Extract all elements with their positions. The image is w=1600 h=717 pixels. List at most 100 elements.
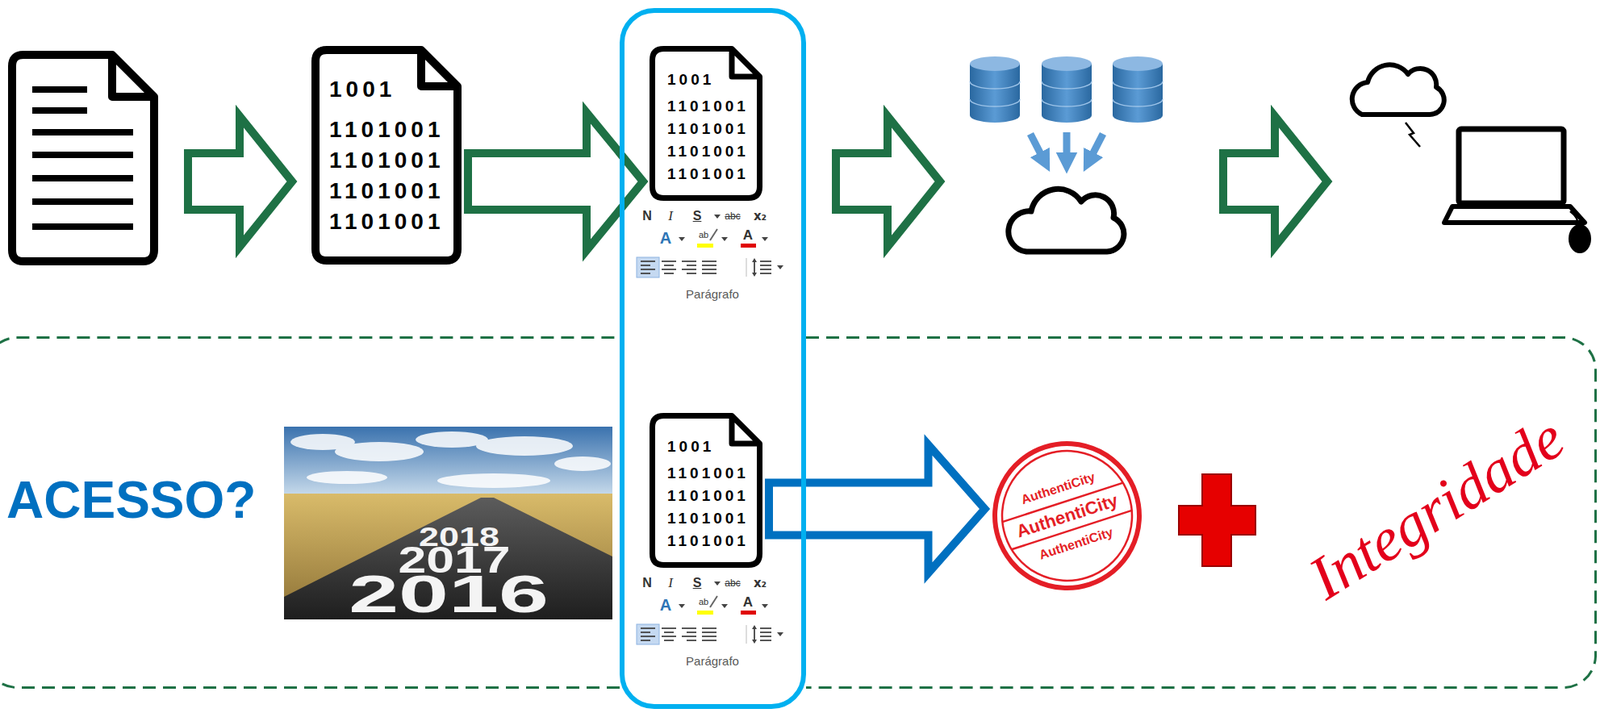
- document-outline: [652, 49, 761, 199]
- access-region: ACESSO?10011101001110100111010011101001A…: [0, 336, 1597, 690]
- block-arrow: [467, 112, 644, 251]
- binary-document: 10011101001110100111010011101001: [649, 45, 763, 201]
- database-symbol: [969, 81, 1163, 107]
- road-photo: [306, 471, 388, 485]
- binary-digits: 1001: [667, 435, 757, 459]
- toolbar-group-name: Parágrafo: [685, 654, 740, 669]
- toolbar-icon: A: [660, 229, 672, 248]
- road-photo: [284, 497, 613, 620]
- toolbar-button: abc: [724, 577, 740, 590]
- toolbar-icon: A: [743, 594, 753, 611]
- toolbar-button: abc: [724, 210, 740, 222]
- document-icon: [32, 129, 134, 136]
- binary-digits: 1101001: [667, 484, 757, 508]
- upload-arrow: [1030, 133, 1045, 163]
- flow-arrow: [835, 116, 940, 247]
- frame-ground: [622, 10, 804, 707]
- binary-digits: 1101001: [667, 117, 757, 141]
- toolbar-button: x₂: [753, 208, 767, 224]
- toolbar-icon: ab: [698, 229, 709, 240]
- road-year: 2018: [418, 522, 500, 551]
- road-photo: [554, 456, 611, 472]
- binary-digits: 1101001: [329, 175, 447, 207]
- integrity-script: Integridade: [1297, 404, 1575, 611]
- plus-symbol: [1178, 474, 1256, 567]
- binary-digits: 1001: [329, 74, 447, 105]
- cloud-access-icon: [1444, 206, 1585, 223]
- toolbar-icon: ab: [698, 597, 709, 607]
- toolbar-button: N: [642, 208, 652, 224]
- road-photo: [284, 426, 613, 502]
- toolbar-button: abc: [724, 210, 740, 222]
- database-symbol: [969, 99, 1020, 107]
- document-icon: [32, 151, 134, 159]
- binary-digits: 1001: [667, 68, 757, 92]
- database-symbol: [1041, 63, 1092, 123]
- road-photo: [476, 436, 573, 456]
- database-symbol: [1041, 99, 1092, 107]
- database-symbol: [1041, 81, 1092, 89]
- toolbar-button: S: [693, 576, 702, 591]
- format-toolbar: [636, 214, 784, 278]
- binary-document: 10011101001110100111010011101001: [311, 45, 462, 265]
- document-outline: [652, 416, 761, 566]
- cloud-access-icon: [1352, 64, 1445, 115]
- road-photo: [290, 431, 611, 489]
- toolbar-button: S: [693, 208, 702, 224]
- toolbar-icon: ab: [698, 229, 709, 240]
- upload-arrow: [1088, 133, 1103, 163]
- document-outline: [315, 50, 458, 261]
- binary-digits: 1101001: [667, 140, 757, 163]
- toolbar-button: x₂: [753, 576, 767, 591]
- database-symbol: [969, 81, 1020, 89]
- document-icon: [12, 54, 155, 262]
- upload-arrow: [1063, 132, 1071, 163]
- document-icon: [12, 54, 155, 262]
- document-icon: [32, 198, 134, 205]
- stamp-ring: [985, 434, 1149, 598]
- road-photo: [284, 426, 613, 620]
- cloud-access-icon: [1568, 224, 1592, 254]
- database-symbol: [1112, 99, 1163, 107]
- database-symbol: [1112, 63, 1163, 123]
- road-photo: [437, 473, 551, 489]
- toolbar-button: N: [642, 576, 652, 591]
- upload-arrow: [1030, 132, 1103, 163]
- toolbar-button: N: [642, 208, 652, 224]
- toolbar-group-name: Parágrafo: [685, 654, 740, 669]
- cloud-access-icon: [1570, 211, 1578, 226]
- cloud-access-icon: [1458, 129, 1564, 204]
- cloud-access-icon: [1352, 64, 1592, 254]
- toolbar-icon: A: [660, 596, 672, 615]
- toolbar-icon: A: [660, 596, 672, 615]
- toolbar-button: S: [693, 576, 702, 591]
- binary-document: 10011101001110100111010011101001: [649, 413, 763, 569]
- format-toolbar: [636, 581, 784, 645]
- toolbar-button: S: [693, 208, 702, 224]
- toolbar-button: I: [668, 208, 673, 225]
- toolbar-button: I: [668, 575, 673, 592]
- highlight-frame: [622, 10, 804, 707]
- flow-arrow: [1223, 116, 1328, 247]
- toolbar-button: N: [642, 576, 652, 591]
- binary-digits: 1101001: [667, 95, 757, 118]
- database-symbol: [969, 63, 1020, 123]
- database-symbol: [969, 56, 1163, 123]
- binary-digits: 1101001: [329, 145, 447, 176]
- integrity-script: Integridade: [1297, 404, 1575, 611]
- document-icon: [32, 175, 134, 182]
- toolbar-button: I: [668, 208, 673, 225]
- binary-digits: 1101001: [329, 206, 447, 238]
- toolbar-icon: A: [660, 229, 672, 248]
- road-photo: [284, 493, 613, 620]
- binary-digits: 1101001: [667, 162, 757, 186]
- document-icon: [32, 86, 88, 93]
- database-symbol: [1112, 81, 1163, 89]
- toolbar-button: x₂: [753, 208, 767, 224]
- toolbar-group-name: Parágrafo: [685, 287, 740, 301]
- toolbar-icon: A: [743, 594, 753, 611]
